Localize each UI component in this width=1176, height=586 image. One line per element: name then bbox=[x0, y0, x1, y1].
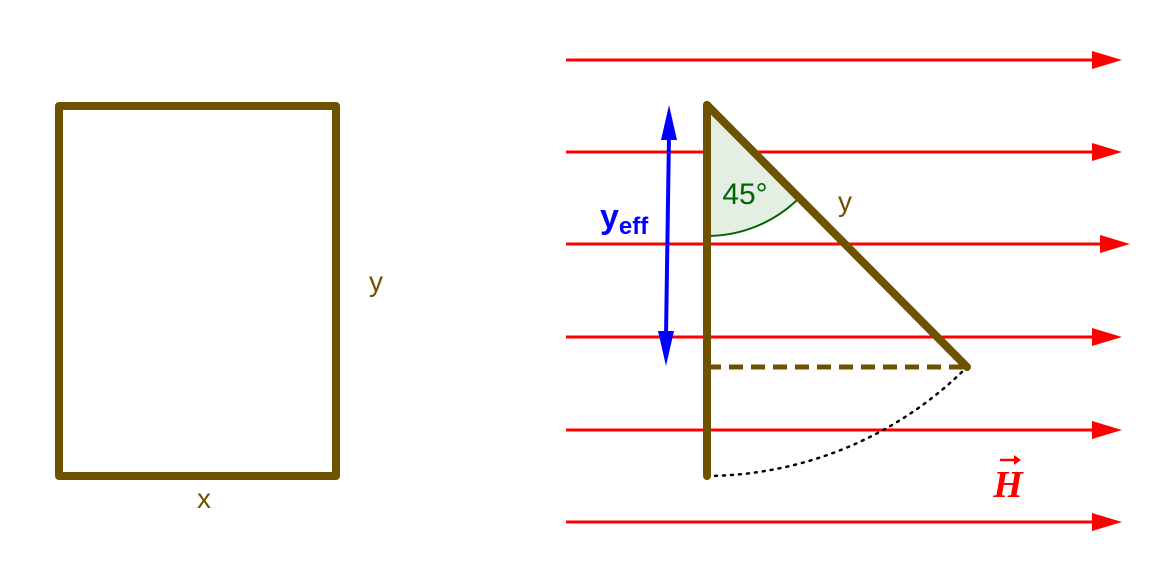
yeff-arrow bbox=[658, 105, 677, 366]
arrow-up-icon bbox=[661, 105, 677, 140]
loop-tilted-side bbox=[703, 101, 971, 371]
rect-y-label: y bbox=[369, 266, 383, 297]
rectangular-loop bbox=[55, 102, 340, 480]
field-lines bbox=[566, 51, 1130, 531]
angle-arc bbox=[706, 196, 801, 237]
angle-wedge bbox=[707, 105, 800, 236]
tilted-y-label: y bbox=[838, 186, 852, 217]
field-vector-label: H bbox=[992, 455, 1024, 506]
field-label: H bbox=[992, 464, 1024, 506]
rect-x-label: x bbox=[197, 483, 211, 514]
yeff-label: yeff bbox=[600, 198, 649, 240]
angle-label: 45° bbox=[722, 178, 767, 211]
arrow-down-icon bbox=[658, 331, 674, 366]
rotation-path bbox=[705, 365, 969, 478]
